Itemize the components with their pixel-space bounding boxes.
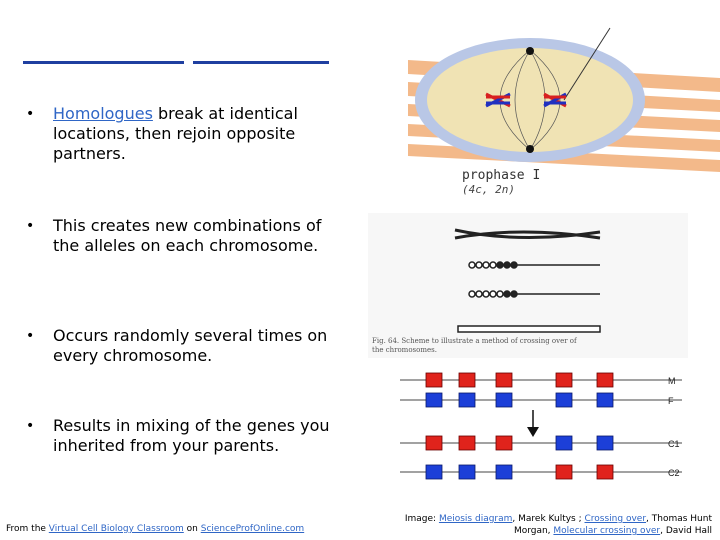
bullet-text: Results in mixing of the genes you inher… [53, 416, 330, 455]
title-underline-right [193, 61, 329, 64]
centrosome-top [526, 47, 534, 55]
bullet-text-rest: break at identical locations, then rejoi… [53, 104, 298, 163]
morgan-caption-line-2: the chromosomes. [372, 346, 437, 354]
crossing-strands [454, 228, 601, 240]
meiosis-diagram-link[interactable]: Meiosis diagram [438, 514, 513, 524]
row-c2-genes [425, 464, 614, 480]
bead-row-1 [468, 261, 600, 269]
bullet-text: Occurs randomly several times on every c… [53, 326, 328, 365]
cell-inner [427, 48, 633, 152]
crossing-over-link[interactable]: Crossing over [584, 514, 647, 524]
pointer-line [563, 27, 611, 101]
credit-prefix: Image: [404, 514, 439, 524]
prophase-sublabel: (4c, 2n) [462, 183, 515, 196]
bullet-dot: • [26, 218, 35, 234]
arrow-head [527, 427, 539, 437]
bead-row-3 [457, 325, 601, 333]
scienceprof-link[interactable]: ScienceProfOnline.com [200, 524, 305, 534]
footer-right: Image: Meiosis diagram, Marek Kultys ; C… [382, 513, 712, 537]
morgan-scheme: Fig. 64. Scheme to illustrate a method o… [368, 213, 688, 358]
bead-row-2 [468, 290, 600, 298]
title-underline-left [23, 61, 184, 64]
row-m-genes [425, 372, 614, 388]
molecular-crossing-diagram: M F C1 C2 [400, 372, 682, 480]
row-f-genes [425, 392, 614, 408]
molecular-crossing-over-link[interactable]: Molecular crossing over [553, 526, 661, 536]
footer-left: From the Virtual Cell Biology Classroom … [6, 524, 304, 534]
chromosomes [485, 92, 567, 108]
row-label-c2: C2 [668, 468, 680, 478]
bullet-text: Homologues break at identical locations,… [53, 104, 343, 164]
prophase-diagram: prophase I (4c, 2n) [408, 27, 720, 200]
footer-left-mid: on [183, 524, 201, 534]
bullet-dot: • [26, 328, 35, 344]
row-label-m: M [668, 376, 676, 386]
footer-left-prefix: From the [6, 524, 49, 534]
bullet-dot: • [26, 106, 35, 122]
virtual-cell-link[interactable]: Virtual Cell Biology Classroom [48, 524, 184, 534]
credit-text-1: , Marek Kultys ; [512, 514, 585, 524]
credit-text-2: , Thomas Hunt Morgan, [513, 514, 712, 536]
bullet-text: This creates new combinations of the all… [53, 216, 322, 255]
row-label-f: F [668, 396, 674, 406]
prophase-label: prophase I [462, 168, 540, 183]
bullet-dot: • [26, 418, 35, 434]
row-label-c1: C1 [668, 439, 680, 449]
credit-text-3: , David Hall [660, 526, 712, 536]
morgan-caption-line-1: Fig. 64. Scheme to illustrate a method o… [372, 337, 578, 345]
homologues-link[interactable]: Homologues [53, 104, 153, 123]
row-c1-genes [425, 435, 614, 451]
centrosome-bottom [526, 145, 534, 153]
